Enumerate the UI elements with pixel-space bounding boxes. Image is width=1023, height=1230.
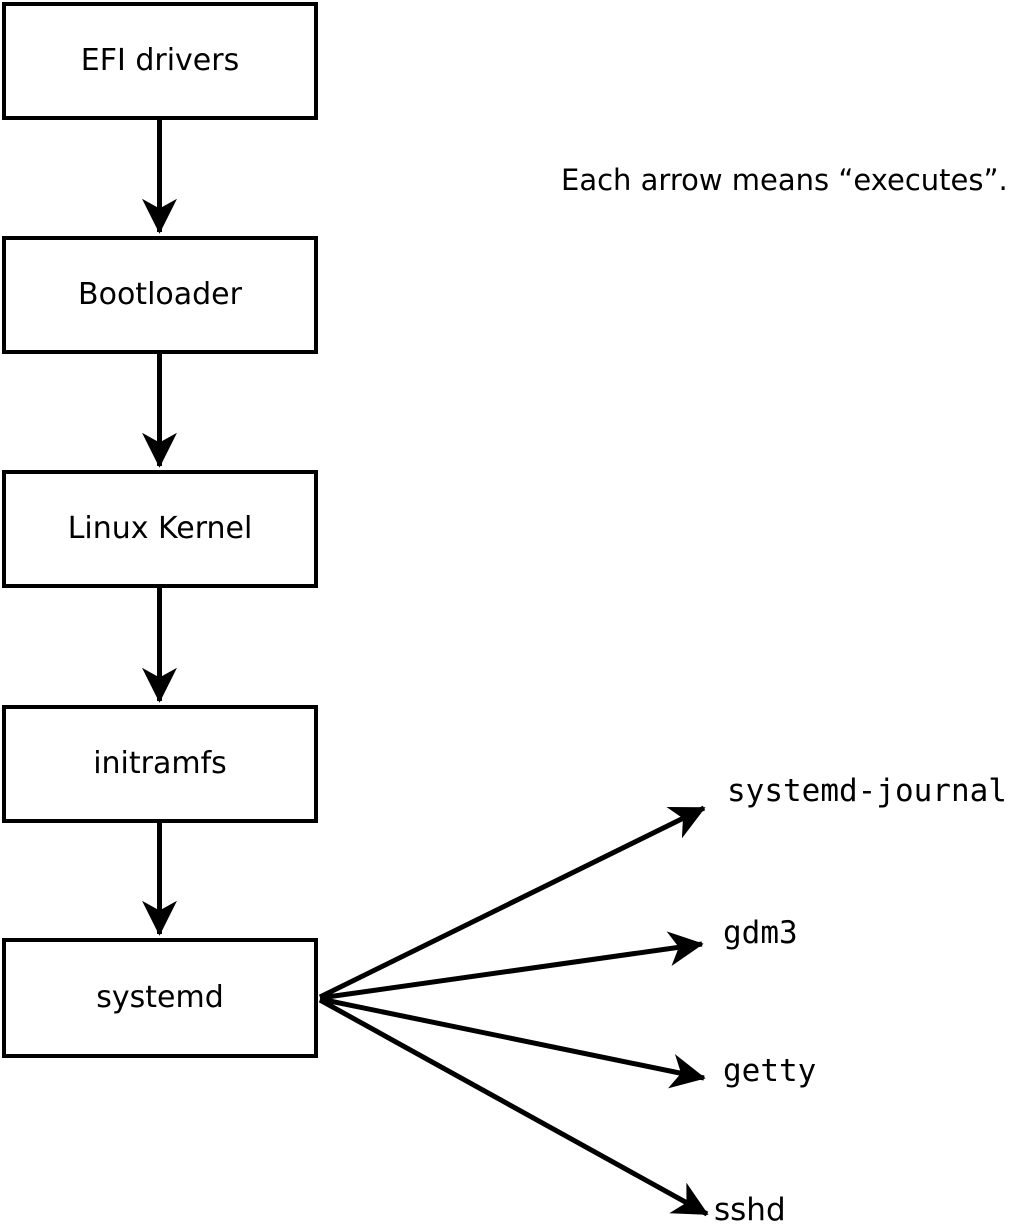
- node-systemd-label: systemd: [96, 980, 224, 1015]
- node-systemd: systemd: [2, 938, 318, 1058]
- node-bootloader: Bootloader: [2, 236, 318, 354]
- arrow-legend-note: Each arrow means “executes”.: [561, 163, 1008, 197]
- node-efi-drivers: EFI drivers: [2, 2, 318, 120]
- arrow-systemd-to-sshd: [318, 997, 709, 1217]
- arrow-systemd-to-getty: [319, 996, 706, 1089]
- process-label-gdm3: gdm3: [723, 915, 798, 951]
- process-label-getty: getty: [723, 1053, 817, 1089]
- node-efi-drivers-label: EFI drivers: [80, 43, 240, 78]
- node-initramfs-label: initramfs: [93, 746, 227, 781]
- arrow-systemd-to-gdm3: [319, 931, 704, 1001]
- node-bootloader-label: Bootloader: [78, 277, 242, 312]
- arrow-systemd-to-journal: [318, 805, 706, 1000]
- process-label-sshd: sshd: [714, 1192, 786, 1228]
- node-initramfs: initramfs: [2, 705, 318, 823]
- node-linux-kernel: Linux Kernel: [2, 470, 318, 588]
- node-linux-kernel-label: Linux Kernel: [67, 511, 253, 546]
- process-label-systemd-journal: systemd-journal: [727, 773, 1007, 809]
